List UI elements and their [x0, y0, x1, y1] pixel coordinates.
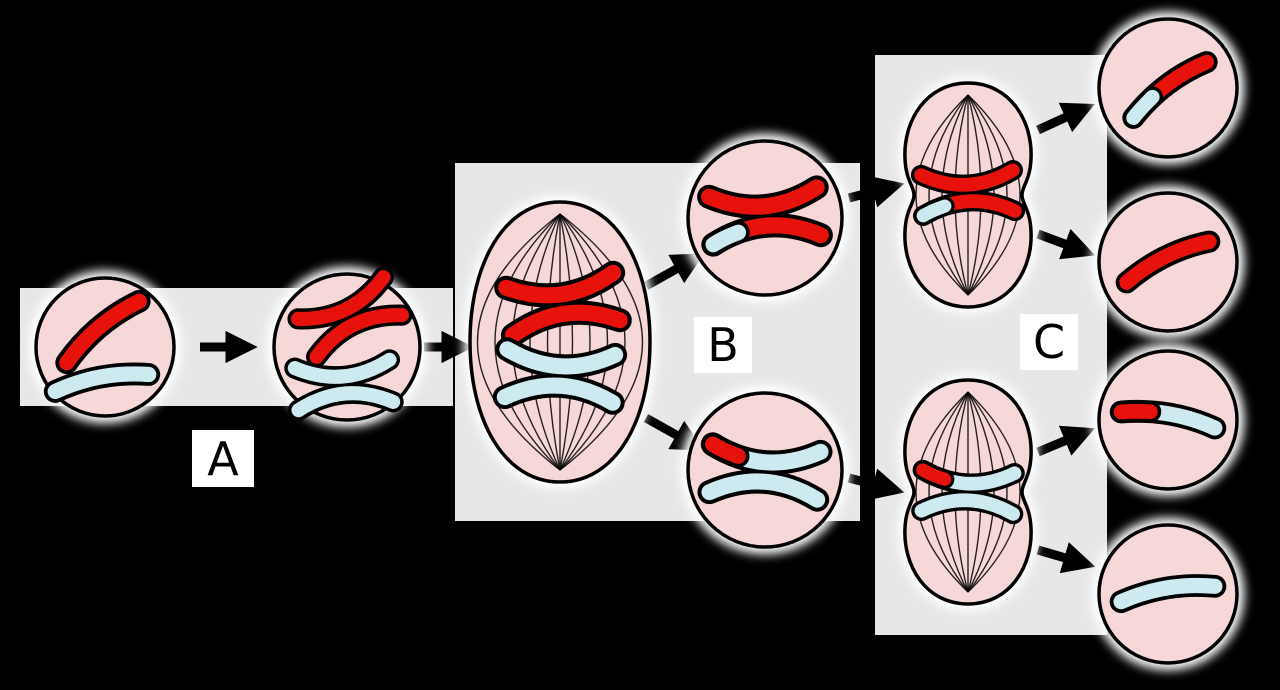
arrow-gamete-2 [1036, 228, 1096, 260]
spindle-fiber [559, 213, 626, 471]
meiosis-1-product-bottom-cell [680, 385, 850, 555]
spindle-fiber [928, 94, 969, 296]
spindle-fiber [967, 391, 1021, 593]
duplicated-red-chromosome [506, 273, 620, 336]
spindle-fiber [546, 213, 561, 471]
label-a-text: A [207, 432, 239, 486]
label-b-text: B [707, 318, 739, 372]
spindle-fiber [967, 391, 1008, 593]
spindle-fiber [559, 213, 591, 471]
replicated-cell [266, 266, 428, 428]
spindle-fibers [915, 391, 1021, 593]
arrow-gamete-4 [1036, 542, 1096, 574]
spindle-fiber [967, 391, 995, 593]
spindle-fiber [941, 94, 969, 296]
gamete-cell-2 [1091, 185, 1245, 339]
spindle-fiber [559, 213, 609, 471]
parent-cell [28, 270, 182, 424]
meiosis-1-product-top-cell [680, 133, 850, 303]
red-chromatid-tip [1121, 406, 1150, 418]
gamete-cell-1 [1091, 11, 1245, 165]
arrow-to-meiosis2-bottom [847, 468, 905, 500]
label-stage-c: C [1020, 314, 1078, 370]
label-stage-b: B [694, 317, 752, 373]
spindle-fiber [967, 94, 1021, 296]
label-c-text: C [1033, 315, 1065, 369]
label-b-box [694, 317, 752, 373]
arrow-meiosis1-top [643, 253, 705, 290]
spindle-fiber [941, 391, 969, 593]
spindle-fiber [494, 213, 561, 471]
label-a-box [192, 430, 254, 487]
meiosis-1-spindle-cell [470, 202, 650, 482]
gamete-cell-4 [1091, 517, 1245, 671]
spindle-fiber [915, 391, 969, 593]
spindle-fiber [559, 213, 644, 471]
label-stage-a: A [192, 430, 254, 487]
spindle-fiber [915, 94, 969, 296]
spindle-fiber [928, 391, 969, 593]
arrow-gamete-3 [1036, 425, 1095, 457]
spindle-fiber [967, 94, 1008, 296]
spindle-fiber [529, 213, 561, 471]
red-chromatid-tip [923, 470, 945, 479]
arrow-gamete-1 [1036, 102, 1095, 135]
gamete-cell-3 [1091, 343, 1245, 497]
meiosis-2-spindle-bottom-cell [905, 380, 1031, 604]
label-c-box [1020, 314, 1078, 370]
arrow-to-meiosis2-top [847, 176, 905, 208]
spindle-fiber [476, 213, 561, 471]
meiosis-2-spindle-top-cell [905, 83, 1031, 307]
spindle-fiber [559, 213, 574, 471]
